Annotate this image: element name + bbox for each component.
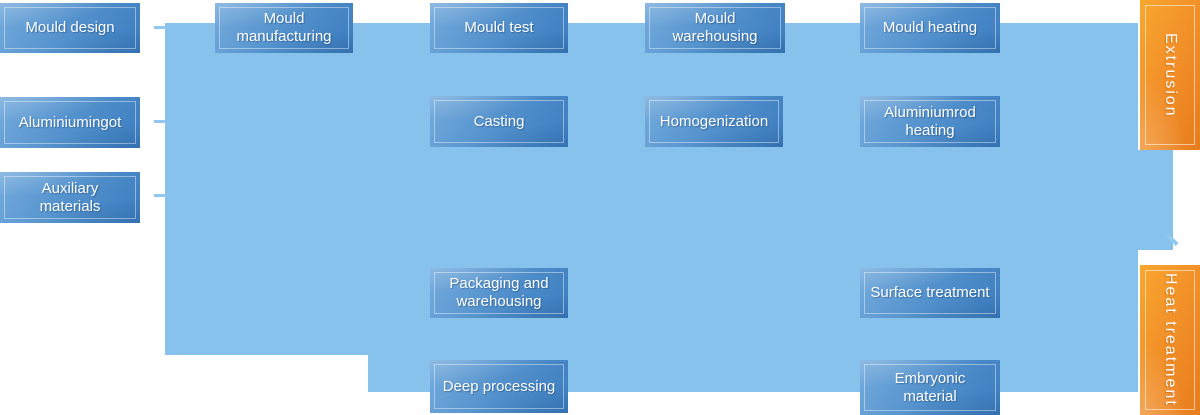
process-box-label: Mould warehousing	[672, 10, 758, 45]
process-box-label: Casting	[473, 112, 525, 130]
connector-dash-aluminium-ingot	[154, 120, 166, 123]
side-label-text: Extrusion	[1162, 32, 1179, 118]
process-box-mould-test: Mould test	[430, 3, 568, 53]
process-box-label: Aluminiumrod heating	[884, 103, 976, 139]
side-label-text: Heat treatment	[1162, 273, 1179, 407]
process-box-label: Mould design	[25, 19, 115, 36]
process-box-homogenization: Homogenization	[645, 96, 783, 147]
process-box-label: Mould manufacturing	[236, 10, 332, 45]
process-box-mould-manufacturing: Mould manufacturing	[215, 3, 353, 53]
process-box-casting: Casting	[430, 96, 568, 147]
process-box-label: Packaging and warehousing	[449, 275, 549, 310]
connector-dash-mould-design	[154, 26, 166, 29]
process-box-deep-processing: Deep processing	[430, 360, 568, 413]
process-box-mould-design: Mould design	[0, 3, 140, 53]
side-label-extrusion: Extrusion	[1140, 0, 1200, 150]
process-box-label: Deep processing	[442, 377, 556, 395]
process-box-label: Mould test	[464, 19, 534, 36]
process-box-label: Embryonic material	[894, 369, 966, 405]
process-box-aluminium-rod-heating: Aluminiumrod heating	[860, 96, 1000, 147]
flow-background-right-extension	[1138, 150, 1173, 250]
process-box-mould-warehousing: Mould warehousing	[645, 3, 785, 53]
process-box-aluminium-ingot: Aluminiumingot	[0, 97, 140, 148]
process-box-label: Aluminiumingot	[18, 113, 122, 131]
process-box-surface-treatment: Surface treatment	[860, 268, 1000, 318]
process-box-label: Auxiliary materials	[39, 179, 101, 215]
process-box-mould-heating: Mould heating	[860, 3, 1000, 53]
process-box-auxiliary-materials: Auxiliary materials	[0, 172, 140, 223]
connector-dash-auxiliary-materials	[154, 194, 166, 197]
process-box-label: Surface treatment	[870, 284, 990, 301]
process-box-label: Homogenization	[659, 112, 769, 130]
process-box-label: Mould heating	[882, 19, 978, 36]
side-label-heat-treatment: Heat treatment	[1140, 265, 1200, 415]
process-box-embryonic-material: Embryonic material	[860, 360, 1000, 415]
process-box-packaging-and-warehousing: Packaging and warehousing	[430, 268, 568, 318]
